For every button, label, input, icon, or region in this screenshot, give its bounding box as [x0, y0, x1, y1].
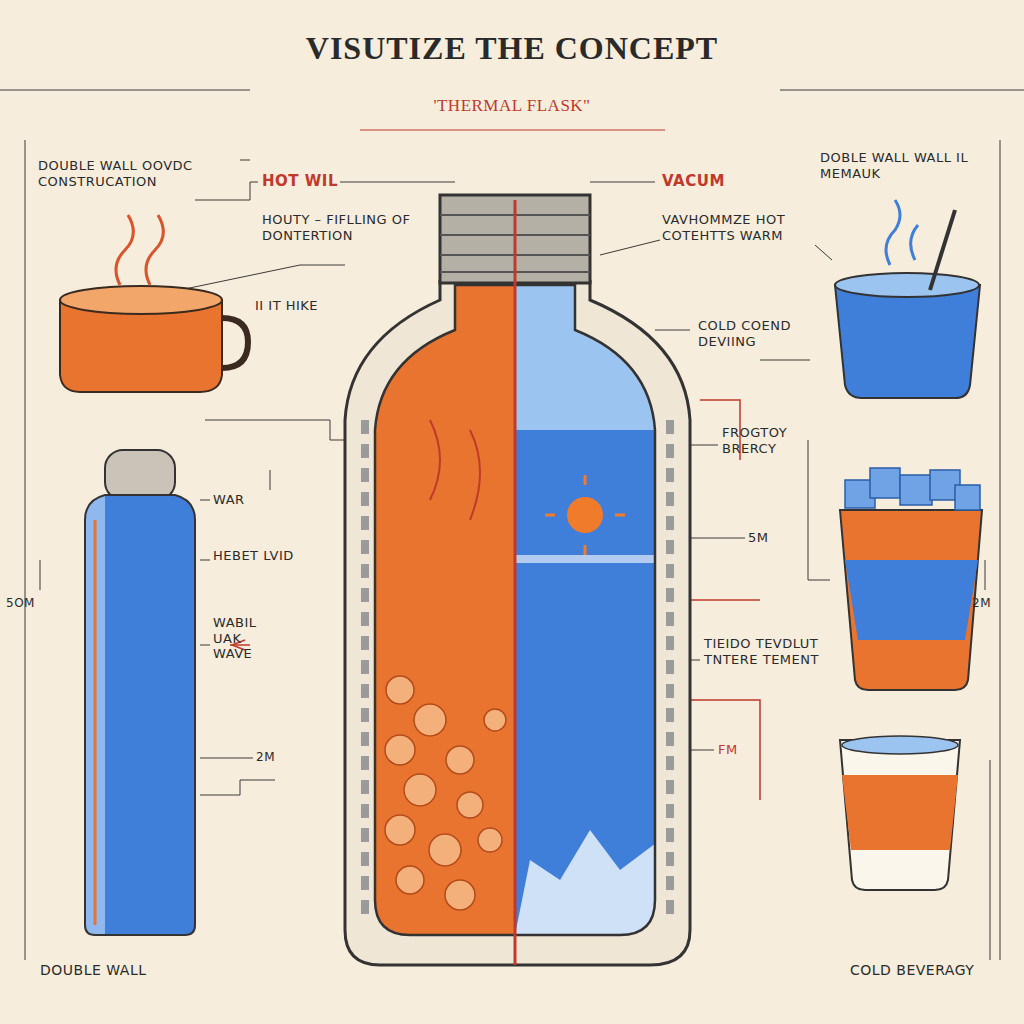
callout-label: DOUBLE WALL: [40, 962, 190, 979]
callout-label: FROGTOY BRERCY: [722, 425, 822, 456]
water-bottle: [80, 450, 200, 940]
callout-label: FM: [718, 742, 758, 758]
thermal-flask: [345, 195, 690, 965]
callout-label: DOUBLE WALL OOVDC CONSTRUCATION: [38, 158, 238, 189]
callout-label: DOBLE WALL WALL IL MEMAUK: [820, 150, 1015, 181]
callout-label: WAR: [213, 492, 293, 508]
callout-label: 2M: [972, 596, 1012, 610]
iced-cup: [840, 468, 982, 690]
callout-label: II IT HIKE: [255, 298, 335, 314]
callout-label: WABIL UAK WAVE: [213, 615, 273, 662]
callout-label: 5OM: [6, 596, 46, 610]
callout-label: 2M: [256, 750, 296, 764]
hot-mug: [60, 215, 248, 392]
callout-label: VAVHOMMZE HOT COTEHTTS WARM: [662, 212, 822, 243]
callout-label: TIEIDO TEVDLUT TNTERE TEMENT: [704, 636, 826, 667]
callout-label: HOT WIL: [262, 172, 342, 190]
callout-label: 5M: [748, 530, 788, 546]
cold-cup: [835, 200, 980, 398]
callout-label: COLD COEND DEVIING: [698, 318, 810, 349]
callout-label: 'THERMAL FLASK": [362, 96, 662, 116]
callout-label: COLD BEVERAGY: [850, 962, 1015, 979]
small-cup: [840, 736, 960, 890]
callout-label: VACUM: [662, 172, 752, 190]
callout-label: HEBET LVID: [213, 548, 313, 564]
title: VISUTIZE THE CONCEPT: [0, 30, 1024, 67]
callout-label: HOUTY – FIFLLING OF DONTERTION: [262, 212, 432, 243]
